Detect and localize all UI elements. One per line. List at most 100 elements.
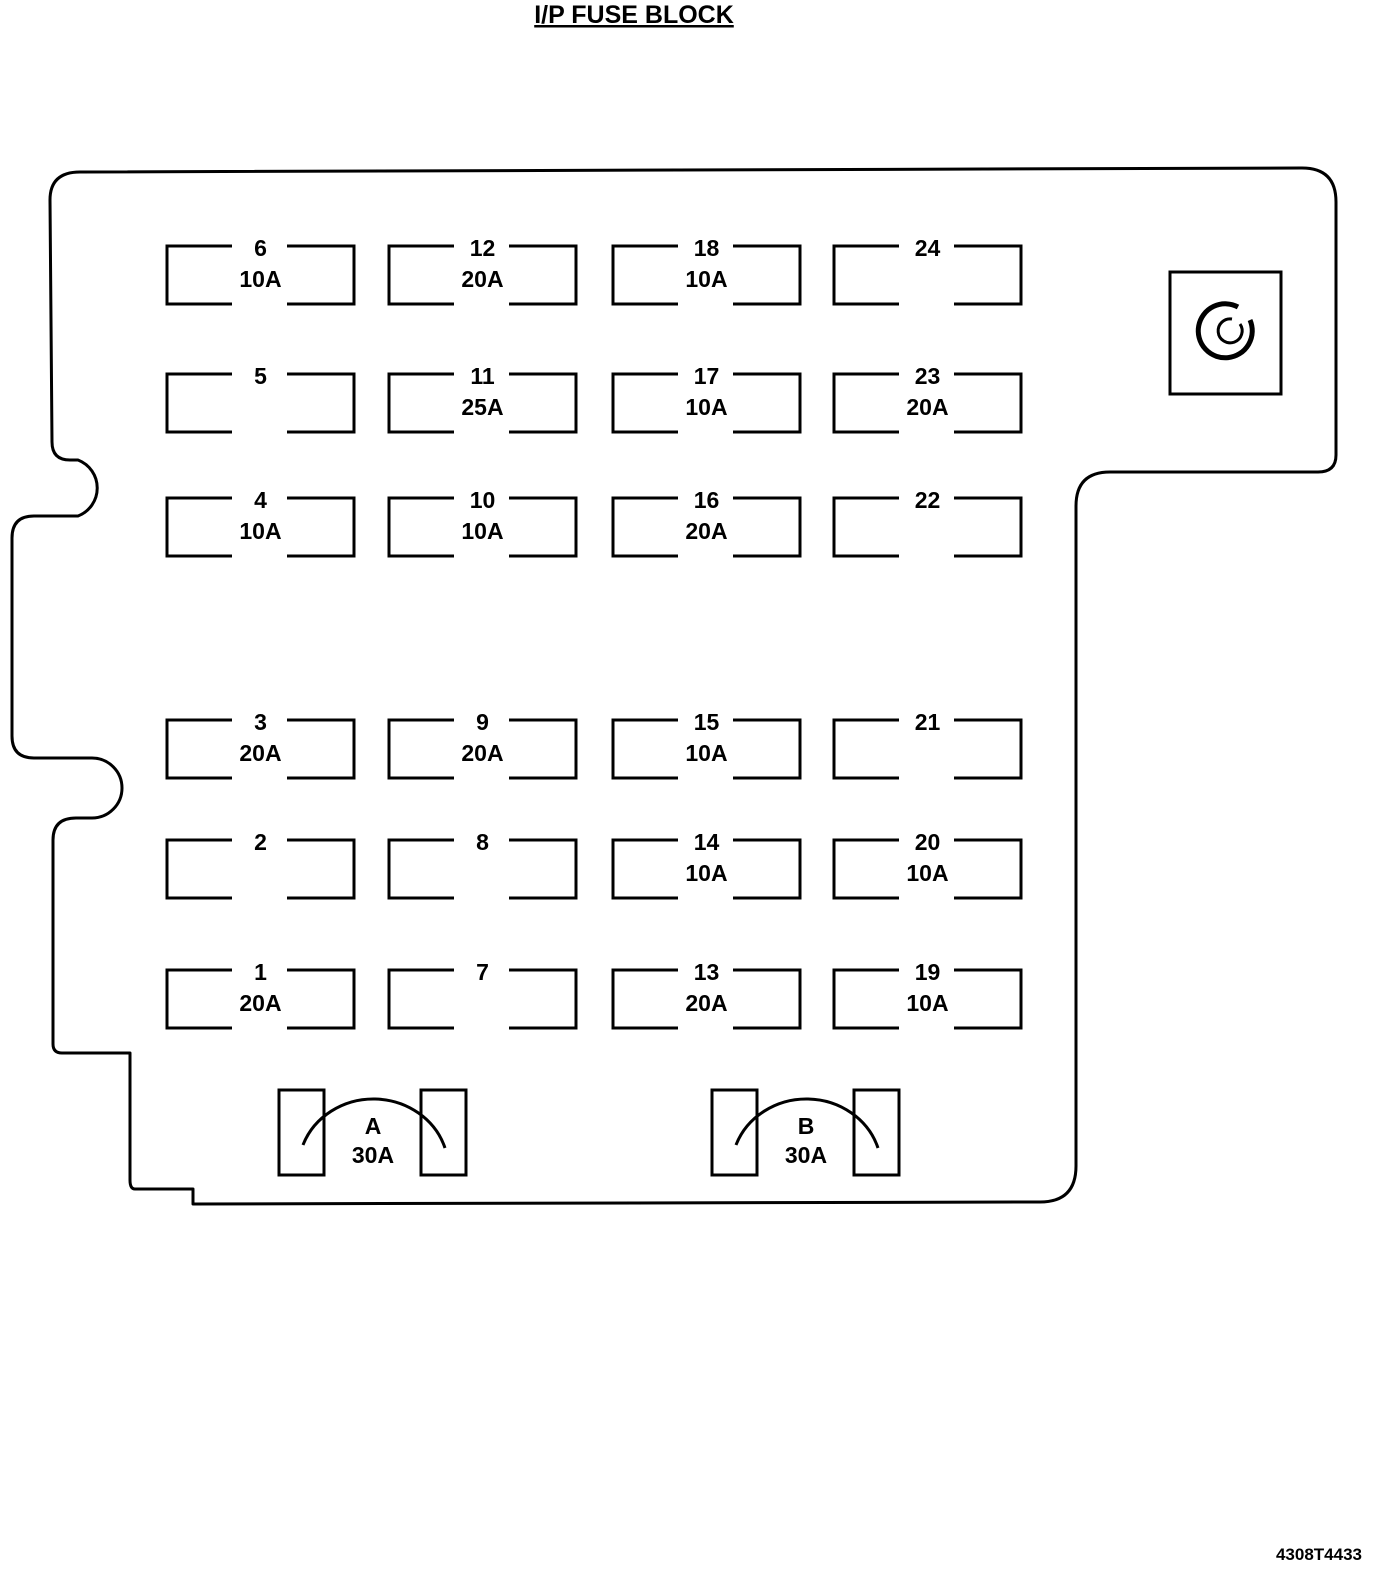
fuse-slot-outline <box>387 838 578 900</box>
breaker-terminal <box>852 1088 901 1177</box>
breaker-arc <box>734 1097 880 1149</box>
fuse-rating: 20A <box>239 990 281 1016</box>
fuse-slot-outline <box>387 244 578 306</box>
fuse-21: 21 <box>832 709 1023 780</box>
circuit-breaker-a: A 30A <box>277 1088 468 1177</box>
fuse-number: 17 <box>694 363 720 389</box>
fuse-rating: 10A <box>239 266 281 292</box>
fuse-number: 9 <box>476 709 489 735</box>
fuse-slot-outline <box>165 718 356 780</box>
breaker-rating: 30A <box>785 1142 827 1168</box>
fuse-number: 7 <box>476 959 489 985</box>
drawing-reference: 4308T4433 <box>1276 1545 1362 1564</box>
fuse-rating: 10A <box>461 518 503 544</box>
fuse-slot-outline <box>611 968 802 1030</box>
breaker-id: B <box>798 1113 815 1139</box>
fuse-slot-outline <box>832 496 1023 558</box>
fuse-number: 20 <box>915 829 941 855</box>
fuse-number: 21 <box>915 709 941 735</box>
fuse-block-outline <box>10 166 1338 1206</box>
fuse-number: 6 <box>254 235 267 261</box>
fuse-number: 12 <box>470 235 496 261</box>
fuse-number: 11 <box>470 363 495 389</box>
fuse-slot-outline <box>611 372 802 434</box>
fuse-slot-outline <box>832 968 1023 1030</box>
fuse-rating: 10A <box>685 740 727 766</box>
fuse-rating: 10A <box>906 990 948 1016</box>
fuse-rating: 10A <box>906 860 948 886</box>
fuse-number: 10 <box>470 487 496 513</box>
fuse-slot-outline <box>165 244 356 306</box>
fuse-number: 23 <box>915 363 941 389</box>
fuse-slot-outline <box>611 718 802 780</box>
fuse-number: 15 <box>694 709 720 735</box>
fuse-slot-outline <box>611 838 802 900</box>
fuse-number: 24 <box>915 235 941 261</box>
fuse-8: 8 <box>387 829 578 900</box>
fuse-rating: 20A <box>906 394 948 420</box>
fuse-rating: 20A <box>685 518 727 544</box>
fuse-number: 19 <box>915 959 941 985</box>
diagram-title: I/P FUSE BLOCK <box>534 1 734 29</box>
fuse-slot-outline <box>832 244 1023 306</box>
breaker-terminal <box>710 1088 759 1177</box>
fuse-number: 2 <box>254 829 267 855</box>
fuse-rating: 20A <box>461 740 503 766</box>
fuse-5: 5 <box>165 363 356 434</box>
fuse-2: 2 <box>165 829 356 900</box>
fuse-rating: 10A <box>685 860 727 886</box>
fuse-7: 7 <box>387 959 578 1030</box>
fuse-slot-outline <box>832 838 1023 900</box>
breaker-arc <box>301 1097 447 1149</box>
breaker-id: A <box>365 1113 382 1139</box>
mounting-bracket <box>1168 270 1283 396</box>
fuse-number: 8 <box>476 829 489 855</box>
fuse-number: 5 <box>254 363 267 389</box>
fuse-22: 22 <box>832 487 1023 558</box>
fuse-number: 13 <box>694 959 720 985</box>
fuse-slot-outline <box>165 838 356 900</box>
fuse-number: 3 <box>254 709 267 735</box>
fuse-slot-outline <box>165 968 356 1030</box>
fuse-number: 14 <box>694 829 720 855</box>
fuse-rating: 10A <box>685 266 727 292</box>
fuse-rating: 25A <box>461 394 503 420</box>
fuse-number: 1 <box>254 959 267 985</box>
fuse-slot-outline <box>165 496 356 558</box>
fuse-slot-outline <box>832 372 1023 434</box>
fuse-slot-outline <box>611 244 802 306</box>
fuse-24: 24 <box>832 235 1023 306</box>
fuse-rating: 10A <box>239 518 281 544</box>
fuse-slot-outline <box>387 968 578 1030</box>
fuse-slot-outline <box>611 496 802 558</box>
circuit-breakers: A 30A B 30A <box>277 1088 901 1177</box>
fuse-slot-outline <box>165 372 356 434</box>
fuse-slot-outline <box>832 718 1023 780</box>
fuse-number: 22 <box>915 487 941 513</box>
fuse-rating: 10A <box>685 394 727 420</box>
fuse-slot-outline <box>387 718 578 780</box>
fuse-rating: 20A <box>239 740 281 766</box>
bolt-icon <box>1195 301 1255 361</box>
circuit-breaker-b: B 30A <box>710 1088 901 1177</box>
fuse-number: 16 <box>694 487 720 513</box>
breaker-rating: 30A <box>352 1142 394 1168</box>
fuse-slot-outline <box>387 372 578 434</box>
fuse-number: 18 <box>694 235 720 261</box>
